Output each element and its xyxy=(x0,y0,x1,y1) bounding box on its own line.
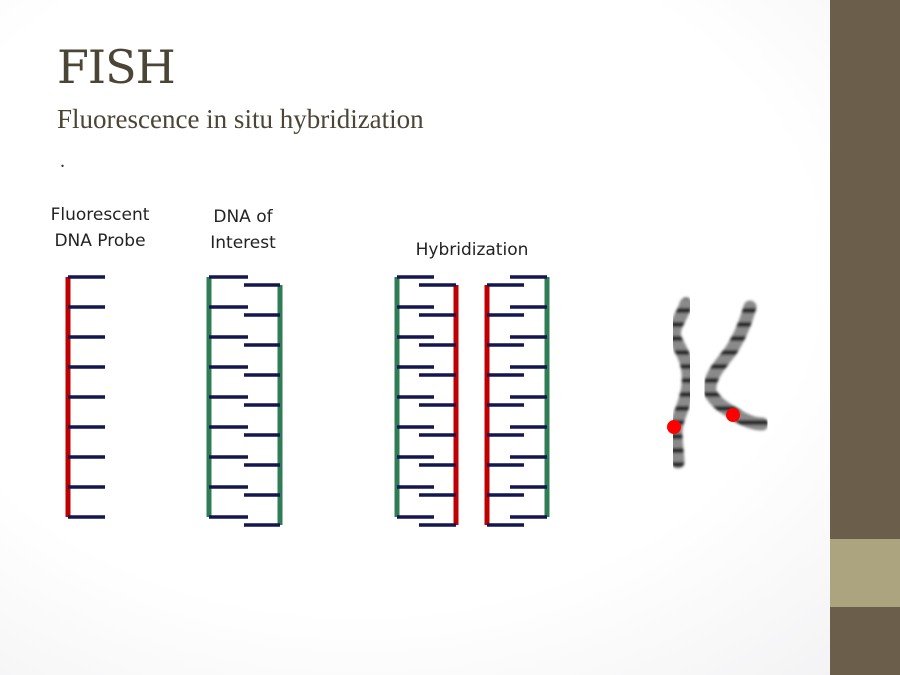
probe-label: Fluorescent DNA Probe xyxy=(30,202,170,254)
dna-strands xyxy=(65,275,550,527)
slide-sidebar-accent xyxy=(830,539,900,607)
dna-label: DNA of Interest xyxy=(183,204,303,256)
fish-signal-left xyxy=(667,420,681,434)
chromosome-right xyxy=(703,300,769,431)
probe-label-line1: Fluorescent xyxy=(50,205,150,225)
chromosome-left xyxy=(667,297,695,469)
chromosome-pair xyxy=(667,297,769,469)
slide-title: FISH xyxy=(57,40,176,94)
dna-label-line2: Interest xyxy=(210,233,276,253)
slide-subtitle: Fluorescence in situ hybridization xyxy=(57,104,424,134)
dna-label-line1: DNA of xyxy=(213,207,273,227)
hybridization-label: Hybridization xyxy=(415,240,529,260)
bullet: . xyxy=(60,150,65,172)
fish-signal-right xyxy=(726,408,740,422)
probe-label-line2: DNA Probe xyxy=(54,231,146,251)
